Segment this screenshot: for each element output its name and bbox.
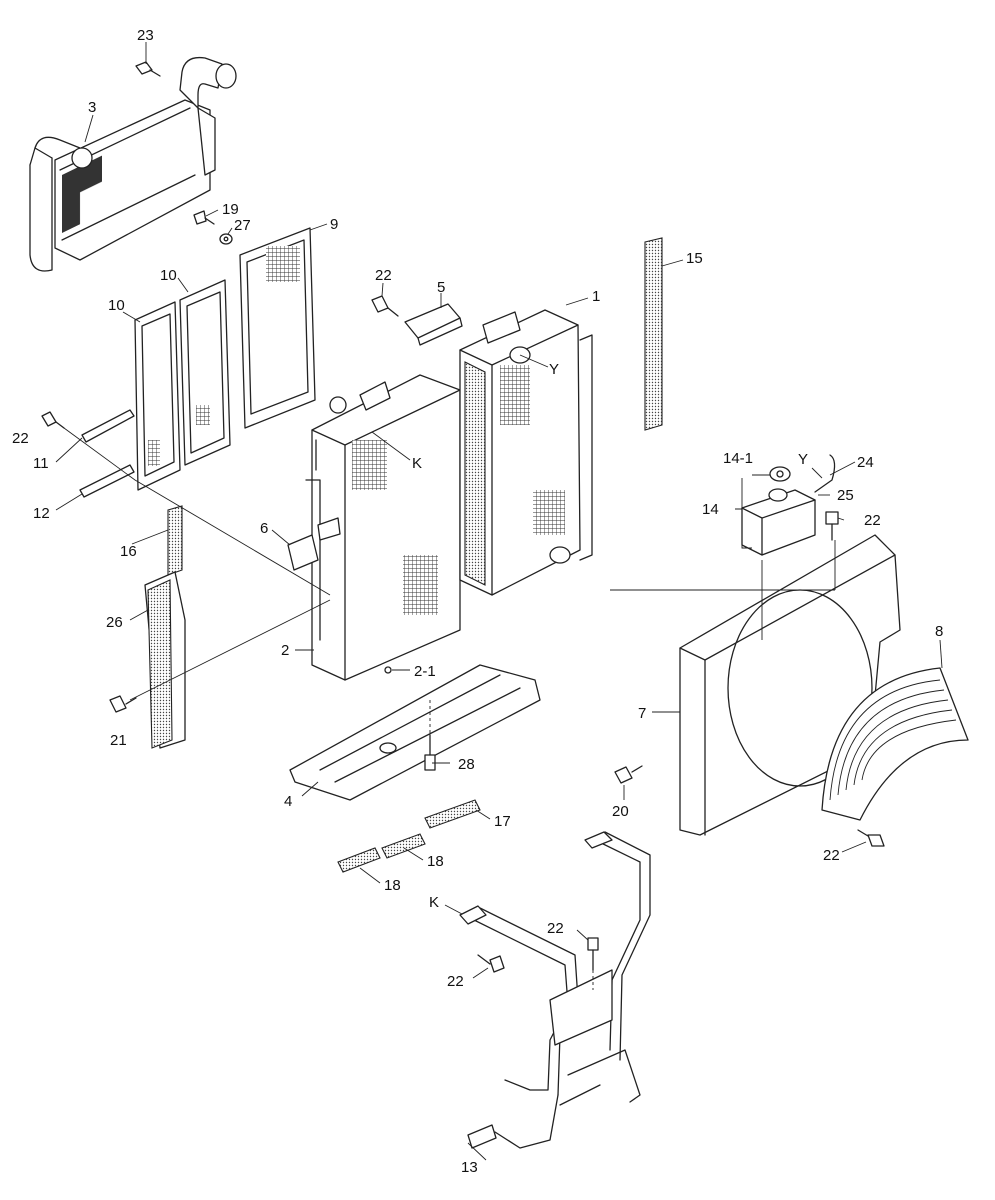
seal-15 [644, 237, 663, 431]
callout-14-1: 14-1 [723, 450, 753, 467]
bracket-6 [287, 517, 341, 571]
callout-K-stay: K [429, 894, 439, 911]
callout-13: 13 [461, 1159, 478, 1176]
callout-22-top: 22 [375, 267, 392, 284]
callout-10-right: 10 [160, 267, 177, 284]
callout-10-left: 10 [108, 297, 125, 314]
callout-Y-tank: Y [798, 451, 808, 468]
hose-24 [814, 454, 836, 493]
callout-28: 28 [458, 756, 475, 773]
intercooler [29, 56, 237, 272]
reserve-tank [741, 466, 816, 556]
callout-14: 14 [702, 501, 719, 518]
callout-labels: 23 3 19 27 9 10 10 22 5 1 15 Y K 22 11 1… [12, 27, 943, 1176]
callout-4: 4 [284, 793, 292, 810]
screen-9 [239, 227, 316, 429]
callout-2-1: 2-1 [414, 663, 436, 680]
bolt-28 [424, 734, 436, 771]
callout-8: 8 [935, 623, 943, 640]
oil-cooler [459, 309, 593, 596]
bolt-20 [614, 765, 643, 784]
pad-18-upper [381, 833, 426, 859]
callout-16: 16 [120, 543, 137, 560]
callout-15: 15 [686, 250, 703, 267]
screen-10-right [179, 279, 231, 466]
callout-20: 20 [612, 803, 629, 820]
callout-Y-oil-cooler: Y [549, 361, 559, 378]
bolt-22-stay-mid [587, 937, 599, 971]
callout-22-stay-mid: 22 [547, 920, 564, 937]
washer-27 [219, 233, 233, 245]
callout-25: 25 [837, 487, 854, 504]
pad-18-lower [337, 847, 381, 873]
callout-22-tank: 22 [864, 512, 881, 529]
callout-24: 24 [857, 454, 874, 471]
callout-23: 23 [137, 27, 154, 44]
bracket-5 [404, 303, 463, 346]
leader-lines [55, 42, 943, 1161]
bolt-22-left [41, 411, 65, 429]
callout-12: 12 [33, 505, 50, 522]
bolt-23 [135, 61, 161, 77]
callout-6: 6 [260, 520, 268, 537]
callout-3: 3 [88, 99, 96, 116]
bolt-22-shroud [857, 829, 885, 847]
bolt-22-tank [825, 511, 839, 541]
radiator [305, 374, 461, 681]
callout-27: 27 [234, 217, 251, 234]
bracket-11 [81, 409, 135, 443]
callout-22-left: 22 [12, 430, 29, 447]
callout-K-radiator: K [412, 455, 422, 472]
callout-22-stay-left: 22 [447, 973, 464, 990]
bolt-19 [193, 210, 215, 225]
callout-22-shroud: 22 [823, 847, 840, 864]
callout-7: 7 [638, 705, 646, 722]
callout-2: 2 [281, 642, 289, 659]
bolt-22-stay-left [477, 954, 505, 973]
bracket-12 [79, 464, 135, 498]
bolt-22-top [371, 295, 399, 317]
callout-9: 9 [330, 216, 338, 233]
drain-2-1 [384, 666, 392, 674]
seal-16 [167, 505, 183, 576]
bolt-21 [109, 695, 137, 713]
callout-18-lower: 18 [384, 877, 401, 894]
stay-frame [459, 831, 651, 1149]
callout-11: 11 [33, 455, 49, 472]
callout-18-upper: 18 [427, 853, 444, 870]
callout-1: 1 [592, 288, 600, 305]
callout-5: 5 [437, 279, 445, 296]
callout-26: 26 [106, 614, 123, 631]
pad-17 [424, 799, 481, 829]
callout-21: 21 [110, 732, 127, 749]
base-plate [289, 664, 541, 801]
cover-26 [144, 571, 186, 749]
fan-guard [821, 667, 969, 821]
callout-19: 19 [222, 201, 239, 218]
screen-10-left [134, 301, 181, 491]
callout-17: 17 [494, 813, 511, 830]
